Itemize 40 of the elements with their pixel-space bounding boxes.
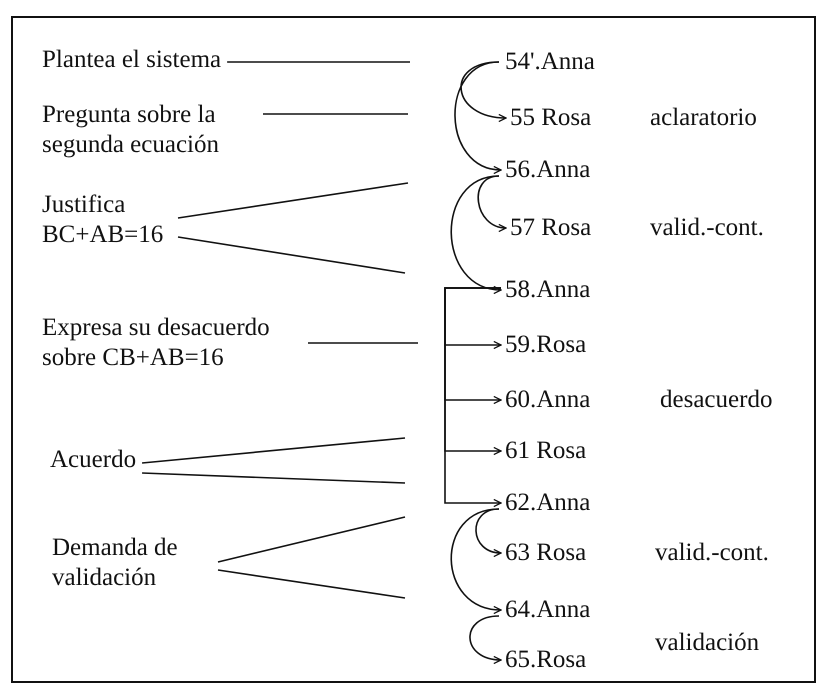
turn-label: 58.Anna: [505, 275, 590, 305]
arrow: [450, 508, 502, 614]
turn-label: 59.Rosa: [505, 330, 586, 360]
category-label: aclaratorio: [650, 103, 757, 133]
leader-line: [218, 516, 406, 563]
arrow: [454, 61, 502, 174]
leader-line: [142, 472, 406, 484]
leader-line: [263, 113, 408, 115]
annotation-text: Acuerdo: [50, 445, 136, 475]
turn-label: 54'.Anna: [505, 47, 595, 77]
turn-label: 60.Anna: [505, 385, 590, 415]
annotation-text: Expresa su desacuerdo sobre CB+AB=16: [42, 313, 302, 373]
category-label: valid.-cont.: [655, 538, 769, 568]
leader-line: [178, 182, 408, 219]
category-label: desacuerdo: [660, 385, 772, 415]
leader-line: [178, 236, 406, 274]
annotation-text: Plantea el sistema: [42, 45, 222, 75]
leader-line: [218, 569, 406, 599]
turn-label: 57 Rosa: [510, 213, 592, 243]
arrow: [478, 175, 507, 232]
category-label: valid.-cont.: [650, 213, 764, 243]
arrow: [444, 287, 502, 508]
category-label: validación: [655, 628, 760, 658]
leader-line: [308, 342, 418, 344]
turn-label: 64.Anna: [505, 595, 590, 625]
turn-label: 62.Anna: [505, 488, 590, 518]
annotation-text: Justifica BC+AB=16: [42, 190, 172, 250]
arrow: [460, 61, 507, 122]
leader-line: [142, 437, 406, 464]
leader-line: [227, 61, 410, 63]
turn-label: 56.Anna: [505, 155, 590, 185]
arrow: [475, 508, 502, 556]
annotation-text: Pregunta sobre la segunda ecuación: [42, 100, 257, 160]
annotation-text: Demanda de validación: [52, 533, 212, 593]
arrow: [450, 175, 502, 294]
turn-label: 63 Rosa: [505, 538, 586, 568]
turn-label: 61 Rosa: [505, 436, 586, 466]
arrow: [469, 615, 502, 664]
turn-label: 55 Rosa: [510, 103, 592, 133]
turn-label: 65.Rosa: [505, 645, 586, 675]
